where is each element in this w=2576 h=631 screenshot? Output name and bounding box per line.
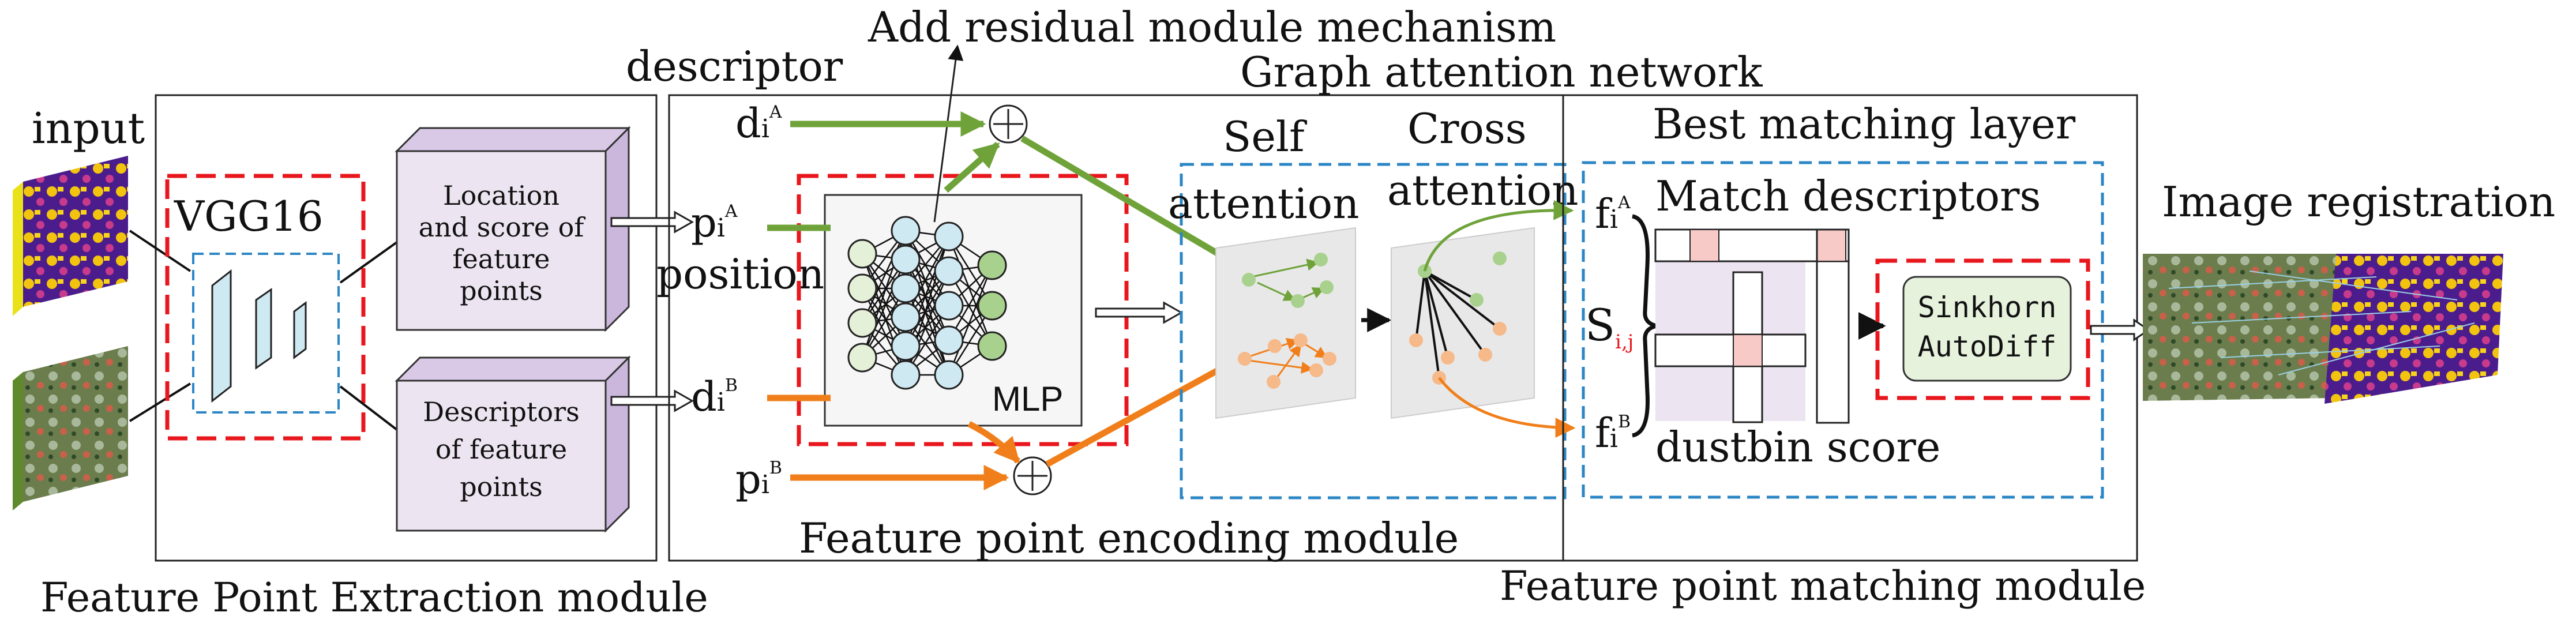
dustbin-label: dustbin score (1655, 423, 1940, 471)
vgg-to-desc-arrow (339, 385, 398, 431)
cross-label: Cross (1407, 104, 1527, 153)
mlp-node (847, 239, 877, 269)
mlp-node (977, 331, 1007, 361)
input-image-b (13, 346, 128, 510)
desc-line-1: Descriptors (423, 396, 579, 427)
sinkhorn-red-box (1875, 258, 2090, 400)
sinkhorn-line-1: Sinkhorn (1918, 291, 2057, 324)
loc-line-2: and score of (419, 212, 586, 243)
green-flow (767, 111, 1260, 280)
mlp-node (847, 308, 877, 338)
sinkhorn-panel (1902, 276, 2072, 382)
loc-line-3: feature (453, 243, 550, 275)
mlp-edge (948, 236, 993, 347)
mlp-node (847, 343, 877, 373)
encoding-module-label: Feature point encoding module (799, 514, 1459, 562)
mlp-node (934, 291, 964, 321)
vgg-red-box (165, 174, 366, 441)
input-arrow-b (129, 382, 191, 422)
self-label: Self (1223, 112, 1307, 161)
registration-section: Image registration (2143, 178, 2555, 404)
mlp-node (977, 291, 1007, 321)
s-symbol: Si,j (1585, 299, 1634, 354)
mlp-node (847, 273, 877, 303)
loc-line-4: points (460, 275, 543, 306)
residual-label: Add residual module mechanism (868, 3, 1556, 51)
desc-hollow-arrow (610, 389, 694, 412)
attention-blue-box (1180, 163, 1567, 499)
input-label: input (32, 104, 145, 153)
best-matching-label: Best matching layer (1653, 100, 2076, 148)
vgg-label: VGG16 (174, 192, 324, 241)
p-b-symbol: piB (735, 456, 782, 503)
p-a-symbol: piA (691, 199, 738, 246)
mlp-edge (861, 253, 907, 347)
mlp-node (891, 216, 921, 246)
input-arrow-a (129, 230, 191, 272)
mlp-nodes (847, 216, 1007, 390)
vgg-to-loc-arrow (339, 241, 398, 284)
d-a-symbol: diA (735, 100, 782, 147)
image-registration-label: Image registration (2162, 178, 2555, 226)
d-b-symbol: diB (691, 373, 738, 420)
mlp-edge (904, 236, 950, 318)
descriptor-label: descriptor (626, 42, 843, 91)
sinkhorn-line-2: AutoDiff (1918, 330, 2057, 363)
desc-line-3: points (460, 471, 543, 502)
extraction-module-label: Feature Point Extraction module (40, 574, 708, 621)
loc-line-1: Location (443, 180, 559, 211)
descriptor-box: Descriptors of feature points (395, 355, 631, 533)
sinkhorn-out-arrow (2090, 318, 2150, 341)
mlp-node (891, 273, 921, 303)
match-descriptors-label: Match descriptors (1655, 172, 2041, 220)
mlp-node (891, 360, 921, 390)
input-image-a (13, 156, 128, 316)
mlp-node (934, 325, 964, 355)
mlp-edge (904, 259, 950, 341)
location-score-box: Location and score of feature points (395, 126, 631, 332)
mlp-node (891, 331, 921, 361)
self-attention-graph (1215, 227, 1356, 419)
mlp-edge (948, 265, 993, 375)
f-b-symbol: fiB (1595, 410, 1631, 457)
registration-image (2143, 254, 2503, 404)
sum-node-top (989, 104, 1028, 144)
mlp-to-attention-arrow (1095, 301, 1184, 324)
matching-section: Best matching layer fiA Match descriptor… (1500, 94, 2150, 610)
score-matrix (1654, 228, 1850, 424)
position-label: position (656, 250, 824, 298)
self-attention-label: attention (1168, 179, 1359, 228)
mlp-node (934, 221, 964, 251)
mlp-edge (861, 288, 907, 375)
matching-module-label: Feature point matching module (1500, 562, 2146, 610)
mlp-node (891, 245, 921, 275)
sum-node-bottom (1013, 456, 1052, 495)
cross-attention-graph (1391, 200, 1576, 438)
loc-hollow-arrow (610, 211, 694, 234)
mlp-label: MLP (992, 380, 1063, 418)
mlp-edge (861, 230, 907, 324)
mlp-node (934, 256, 964, 286)
vgg-layers (211, 269, 307, 403)
f-a-symbol: fiA (1595, 190, 1631, 238)
mlp-node (977, 250, 1007, 280)
residual-pointer (933, 44, 964, 223)
brace (1632, 214, 1657, 438)
extraction-section: input VGG16 Location and score of featur… (13, 94, 708, 621)
extraction-frame (155, 94, 658, 562)
cross-attention-label: attention (1387, 166, 1578, 215)
graph-attention-label: Graph attention network (1240, 48, 1763, 96)
mlp-node (934, 360, 964, 390)
vgg-blue-box (192, 253, 340, 414)
mlp-node (891, 302, 921, 332)
encoding-section: descriptor Add residual module mechanism… (626, 3, 1763, 562)
desc-line-2: of feature (435, 434, 567, 465)
